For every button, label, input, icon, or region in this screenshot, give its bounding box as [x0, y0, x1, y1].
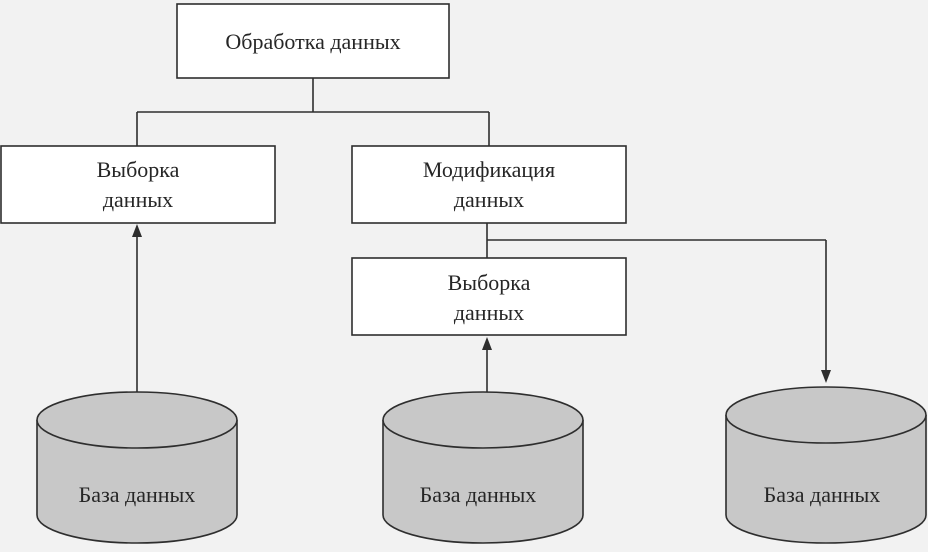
- database-2-top: [382, 391, 584, 449]
- database-2-label: База данных: [420, 482, 537, 507]
- arrowhead-selection-mid: [482, 337, 492, 350]
- node-selection-left-line2: данных: [103, 187, 173, 212]
- node-modification-line1: Модификация: [423, 157, 555, 182]
- arrowhead-db3: [821, 370, 831, 383]
- node-selection-left-line1: Выборка: [97, 157, 180, 182]
- node-selection-left: Выборка данных: [0, 145, 276, 224]
- node-modification: Модификация данных: [351, 145, 627, 224]
- database-2-body: [382, 420, 584, 544]
- node-selection-mid-line2: данных: [454, 300, 524, 325]
- node-modification-line2: данных: [454, 187, 524, 212]
- database-3-label: База данных: [764, 482, 881, 507]
- node-selection-left-box: [0, 145, 276, 224]
- node-processing-label: Обработка данных: [225, 29, 400, 54]
- node-selection-mid: Выборка данных: [351, 257, 627, 336]
- node-processing: Обработка данных: [176, 3, 450, 79]
- arrowhead-selection-left: [132, 224, 142, 237]
- connectors: [132, 78, 831, 392]
- node-processing-box: [176, 3, 450, 79]
- database-3: База данных: [725, 386, 927, 544]
- database-1-body: [36, 420, 238, 544]
- database-1: База данных: [36, 391, 238, 544]
- node-selection-mid-box: [351, 257, 627, 336]
- node-modification-box: [351, 145, 627, 224]
- node-selection-mid-line1: Выборка: [448, 270, 531, 295]
- database-3-body: [725, 415, 927, 544]
- database-2: База данных: [382, 391, 584, 544]
- database-3-top: [725, 386, 927, 444]
- database-1-label: База данных: [79, 482, 196, 507]
- database-1-top: [36, 391, 238, 449]
